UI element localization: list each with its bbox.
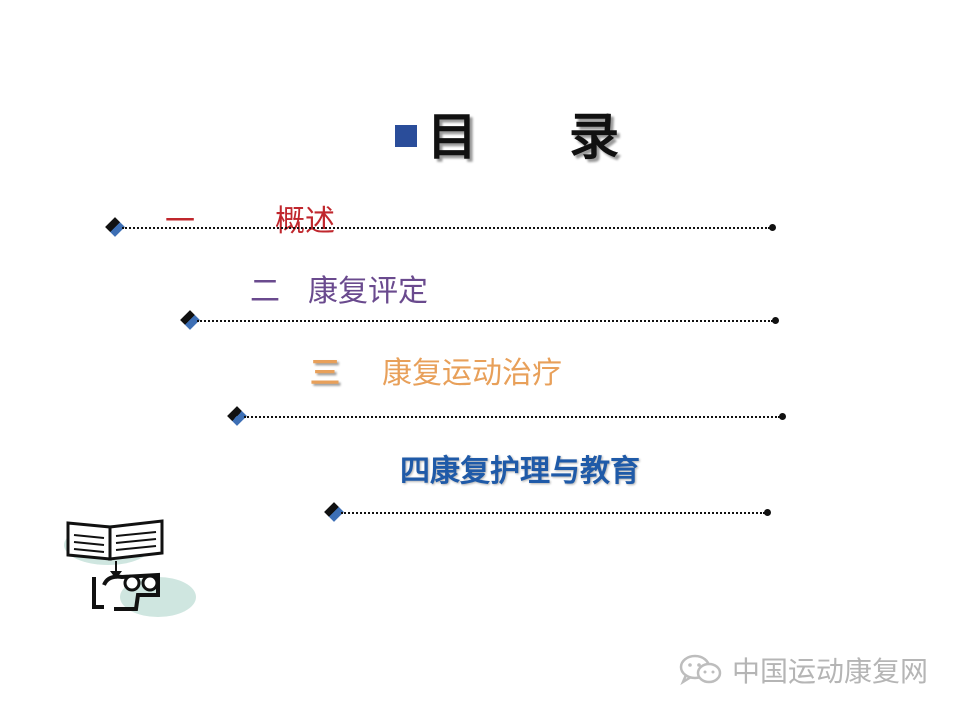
toc-leader-3 xyxy=(227,406,786,426)
toc-entry-4-number: 四 xyxy=(400,454,430,489)
toc-entry-3: 三 康复运动治疗 xyxy=(310,348,562,392)
toc-leader-2 xyxy=(180,310,779,330)
title-char-2: 录 xyxy=(569,108,619,166)
toc-entry-4-label: 康复护理与教育 xyxy=(430,454,640,489)
watermark-text: 中国运动康复网 xyxy=(731,655,928,688)
title-bullet-icon xyxy=(395,125,417,147)
leader-end-dot xyxy=(764,509,771,516)
leader-end-dot xyxy=(779,413,786,420)
watermark: 中国运动康复网 xyxy=(678,650,928,690)
title-char-1: 目 xyxy=(427,108,477,166)
toc-entry-1-label: 概述 xyxy=(275,204,335,239)
toc-leader-4 xyxy=(324,502,771,522)
toc-entry-2-number: 二 xyxy=(250,274,280,309)
leader-end-dot xyxy=(772,317,779,324)
toc-entry-3-label: 康复运动治疗 xyxy=(382,356,562,391)
toc-entry-2: 二康复评定 xyxy=(250,266,428,310)
toc-entry-4: 四康复护理与教育 xyxy=(400,446,640,490)
page-title: 目 录 xyxy=(395,98,619,168)
toc-entry-3-number: 三 xyxy=(310,356,340,391)
book-and-person-icon xyxy=(64,519,196,617)
toc-entry-1-number: 一 xyxy=(165,204,195,239)
wechat-icon xyxy=(679,654,722,686)
toc-entry-1: 一 概述 xyxy=(165,196,335,240)
toc-leader-1 xyxy=(105,217,776,237)
leader-end-dot xyxy=(769,224,776,231)
toc-entry-2-label: 康复评定 xyxy=(308,274,428,309)
